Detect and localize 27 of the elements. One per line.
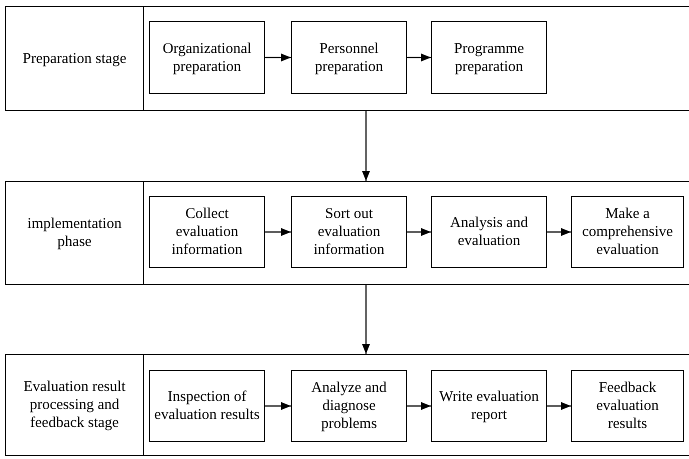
arrow xyxy=(407,228,431,236)
stage-label: Preparation stage xyxy=(6,7,144,110)
process-box: Sort out evaluation information xyxy=(291,196,407,268)
stage-label: implementation phase xyxy=(6,182,144,284)
process-box: Make a comprehensive evaluation xyxy=(571,196,684,268)
process-box: Analysis and evaluation xyxy=(431,196,547,268)
arrow xyxy=(265,228,291,236)
process-box: Write evaluation report xyxy=(431,370,547,442)
arrow xyxy=(407,402,431,410)
stage-label: Evaluation result processing and feedback stage xyxy=(6,355,144,455)
arrow xyxy=(362,111,370,181)
arrow xyxy=(265,402,291,410)
arrow xyxy=(547,228,571,236)
process-box: Analyze and diagnose problems xyxy=(291,370,407,442)
arrow xyxy=(265,54,291,62)
process-box: Programme preparation xyxy=(431,21,547,94)
process-box: Personnel preparation xyxy=(291,21,407,94)
stage-band xyxy=(5,354,689,456)
process-box: Organizational preparation xyxy=(149,21,265,94)
process-box: Feedback evaluation results xyxy=(571,370,684,442)
process-box: Inspection of evaluation results xyxy=(149,370,265,442)
arrow xyxy=(362,285,370,354)
arrow xyxy=(547,402,571,410)
process-box: Collect evaluation information xyxy=(149,196,265,268)
arrow xyxy=(407,54,431,62)
stage-band xyxy=(5,6,689,111)
stage-band xyxy=(5,181,689,285)
